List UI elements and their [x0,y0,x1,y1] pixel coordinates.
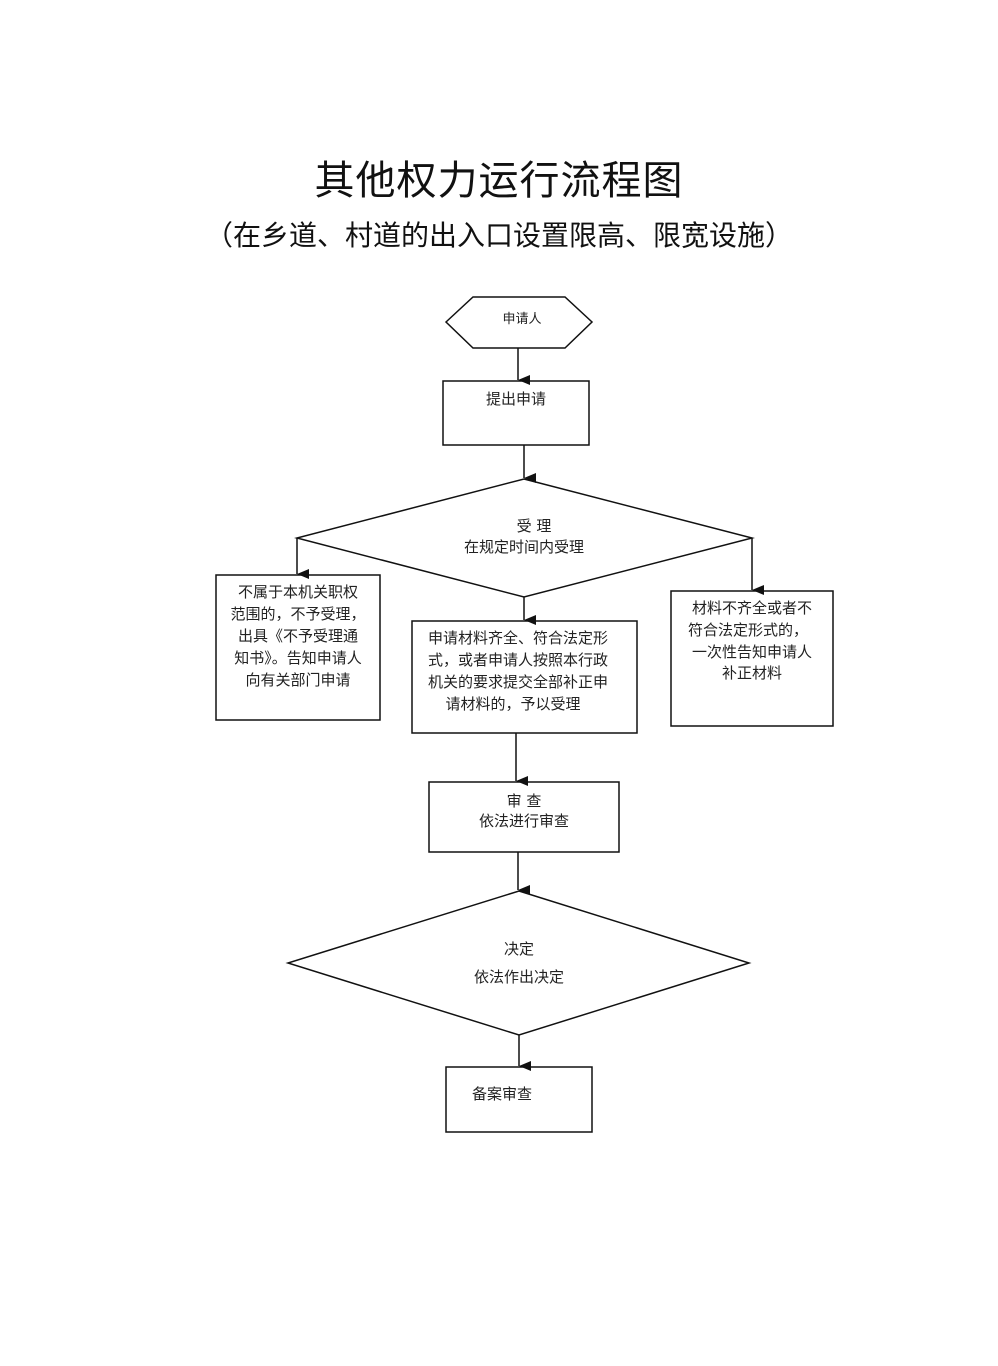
decision-title: 决定 [504,940,534,958]
review-box [428,781,620,853]
submit-label: 提出申请 [486,390,546,408]
reject-line: 向有关部门申请 [245,671,350,689]
reject-box [215,574,381,721]
incomplete-line: 材料不齐全或者不 [692,599,812,617]
applicant-label: 申请人 [502,312,541,327]
reject-line: 范围的，不予受理， [230,605,365,623]
reject-line: 不属于本机关职权 [238,583,358,601]
record-label: 备案审查 [472,1085,532,1103]
accepted-line: 请材料的，予以受理 [445,695,580,713]
accept-title: 受 理 [517,517,552,535]
applicant-hexagon [444,296,594,349]
page-subtitle: （在乡道、村道的出入口设置限高、限宽设施） [204,219,793,252]
record-box [445,1066,593,1133]
review-desc: 依法进行审查 [479,812,569,830]
reject-line: 出具《不予受理通 [238,627,358,645]
review-title: 审 查 [507,792,542,810]
accepted-line: 申请材料齐全、符合法定形 [428,629,608,647]
accepted-box [411,620,638,734]
incomplete-line: 一次性告知申请人 [692,643,812,661]
incomplete-box [670,590,834,727]
accepted-line: 式，或者申请人按照本行政 [428,651,608,669]
reject-line: 知书》。告知申请人 [234,649,362,667]
accepted-line: 机关的要求提交全部补正申 [428,673,608,691]
page-title: 其他权力运行流程图 [314,158,684,204]
decision-diamond [285,890,752,1036]
accept-desc: 在规定时间内受理 [464,538,584,556]
incomplete-line: 补正材料 [722,664,782,682]
incomplete-line: 符合法定形式的， [688,621,808,639]
submit-box [442,380,590,446]
decision-desc: 依法作出决定 [474,968,564,986]
